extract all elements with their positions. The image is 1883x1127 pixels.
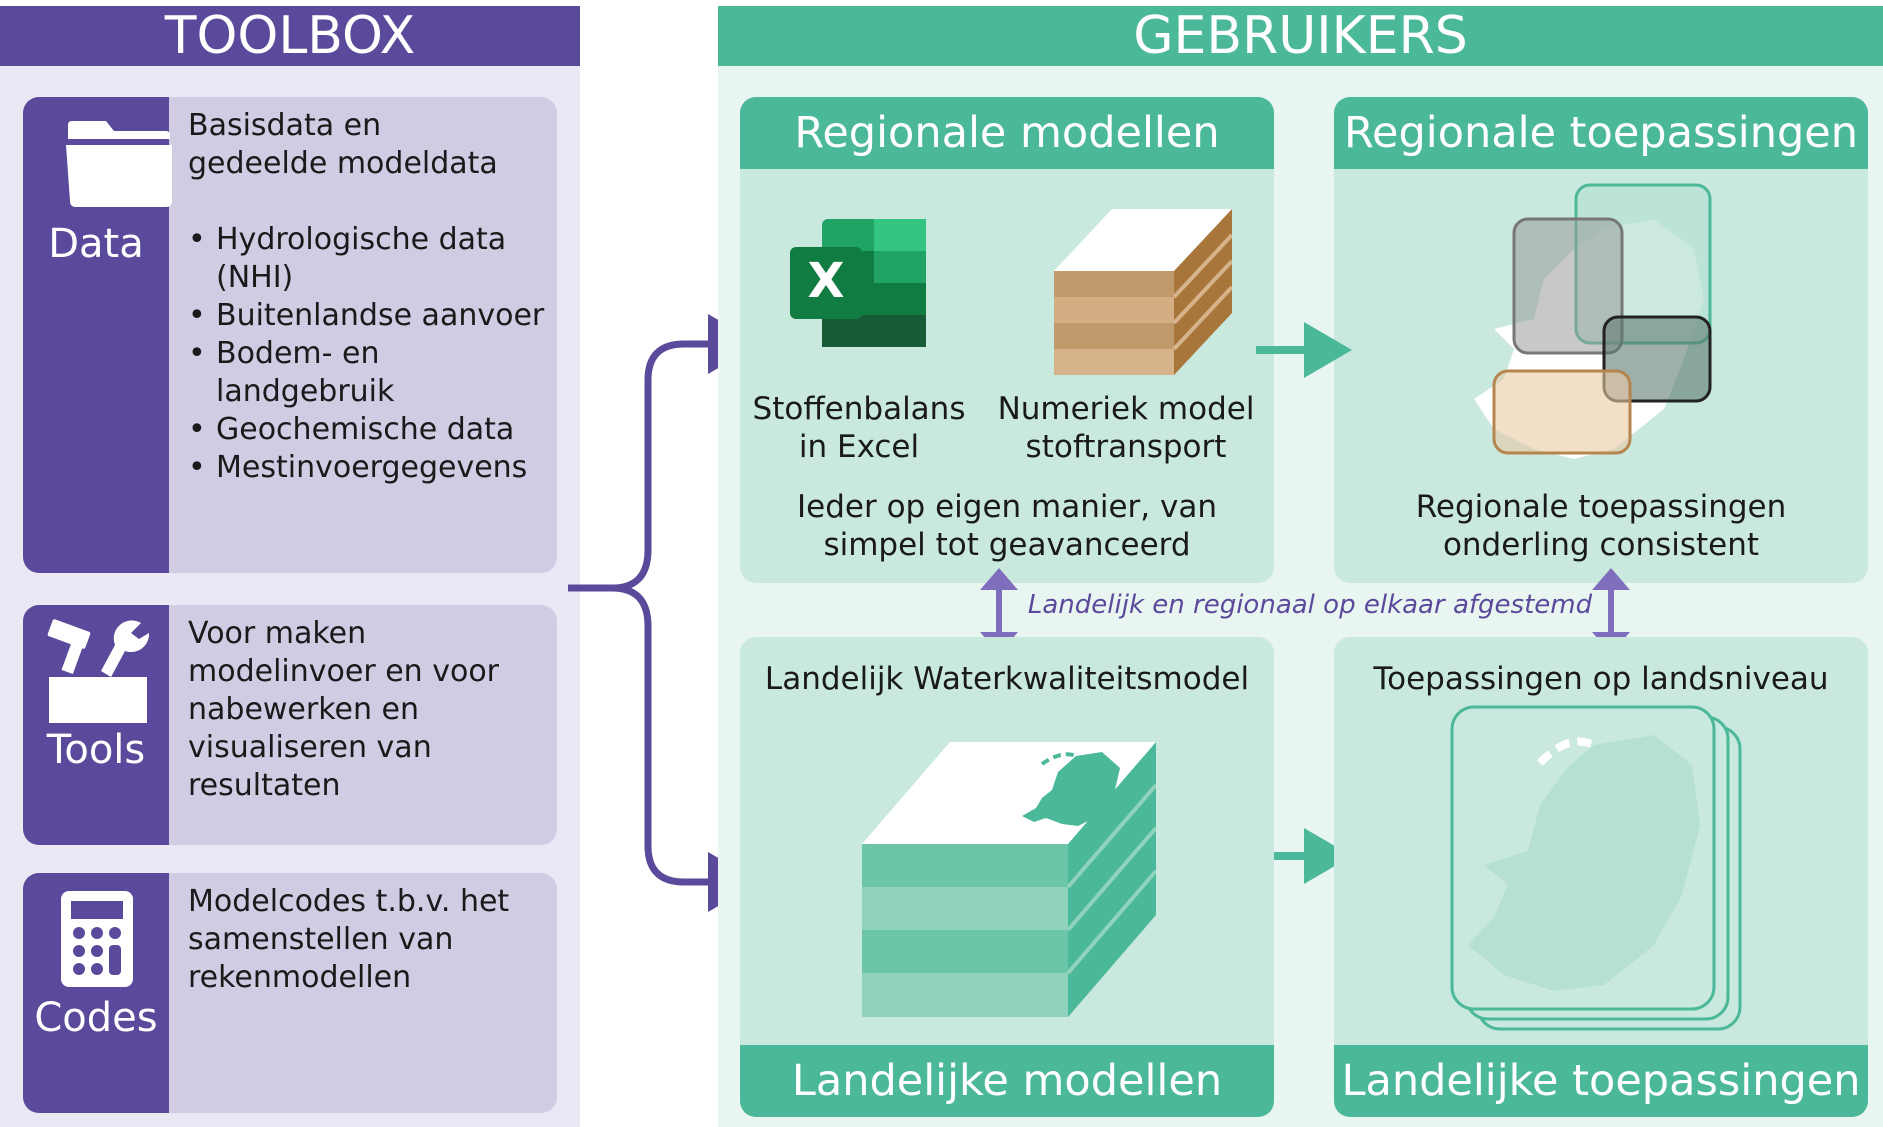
data-item: Hydrologische data(NHI)	[188, 221, 551, 297]
regional-models-title: Regionale modellen	[740, 97, 1274, 169]
national-models-subtitle: Landelijk Waterkwaliteitsmodel	[764, 661, 1250, 697]
codes-line: samenstellen van	[188, 922, 454, 957]
tools-line: resultaten	[188, 768, 341, 803]
excel-icon: X	[790, 219, 926, 347]
tools-line: Voor maken	[188, 616, 367, 651]
arrow-regional-models-to-applications	[1256, 322, 1352, 378]
codes-card: Codes Modelcodes t.b.v. het samenstellen…	[23, 873, 557, 1113]
data-item: Mestinvoergegevens	[188, 449, 551, 487]
excel-icon-letter: X	[807, 253, 844, 309]
tools-card: Tools Voor maken modelinvoer en voor nab…	[23, 605, 557, 845]
tools-line: visualiseren van	[188, 730, 432, 765]
calculator-icon	[61, 891, 133, 987]
national-applications-card: Toepassingen op landsniveau Landelijke t…	[1334, 637, 1868, 1117]
folder-icon	[66, 121, 172, 207]
regional-map-illustration	[1474, 183, 1712, 459]
data-label: Data	[48, 221, 144, 267]
codes-card-side: Codes	[23, 873, 169, 1113]
regional-models-description: Ieder op eigen manier, van simpel tot ge…	[797, 489, 1217, 563]
toolbox-icon	[47, 619, 150, 723]
national-models-title: Landelijke modellen	[740, 1045, 1274, 1117]
data-heading-line1: Basisdata en	[188, 108, 382, 143]
users-title: GEBRUIKERS	[1133, 6, 1468, 66]
national-applications-title: Landelijke toepassingen	[1334, 1045, 1868, 1117]
data-heading-line2: gedeelde modeldata	[188, 146, 498, 181]
regional-applications-description: Regionale toepassingen onderling consist…	[1415, 489, 1787, 563]
tools-line: nabewerken en	[188, 692, 420, 727]
codes-label: Codes	[34, 995, 158, 1041]
users-header: GEBRUIKERS	[718, 6, 1883, 66]
codes-line: rekenmodellen	[188, 960, 412, 995]
water-quality-model-block	[862, 742, 1156, 1017]
data-card: Data Basisdata en gedeelde modeldata Hyd…	[23, 97, 557, 573]
national-map-stack	[1450, 705, 1742, 1031]
tools-card-side: Tools	[23, 605, 169, 845]
regional-applications-title: Regionale toepassingen	[1334, 97, 1868, 169]
data-item: Buitenlandse aanvoer	[188, 297, 551, 335]
tools-label: Tools	[46, 727, 146, 773]
data-items-list: Hydrologische data(NHI) Buitenlandse aan…	[188, 221, 551, 487]
data-card-side: Data	[23, 97, 172, 573]
national-models-card: Landelijk Waterkwaliteitsmodel Landelijk…	[740, 637, 1274, 1117]
excel-caption: Stoffenbalans in Excel	[752, 391, 966, 465]
regional-applications-card: Regionale toepassingen Regionale toepass…	[1334, 97, 1868, 583]
codes-line: Modelcodes t.b.v. het	[188, 884, 510, 919]
toolbox-header: TOOLBOX	[0, 6, 580, 66]
data-text: Basisdata en gedeelde modeldata Hydrolog…	[188, 107, 551, 487]
national-applications-subtitle: Toepassingen op landsniveau	[1373, 661, 1829, 697]
numeric-caption: Numeriek model stoftransport	[997, 391, 1255, 465]
soil-block-icon	[1054, 209, 1232, 375]
codes-text: Modelcodes t.b.v. het samenstellen van r…	[188, 883, 551, 997]
tools-line: modelinvoer en voor	[188, 654, 500, 689]
alignment-label: Landelijk en regionaal op elkaar afgeste…	[1027, 590, 1593, 620]
toolbox-title: TOOLBOX	[164, 6, 416, 66]
data-item: Geochemische data	[188, 411, 551, 449]
tools-text: Voor maken modelinvoer en voor nabewerke…	[188, 615, 551, 805]
regional-models-card: Regionale modellen X Stoffenbalans in Ex…	[740, 97, 1274, 583]
